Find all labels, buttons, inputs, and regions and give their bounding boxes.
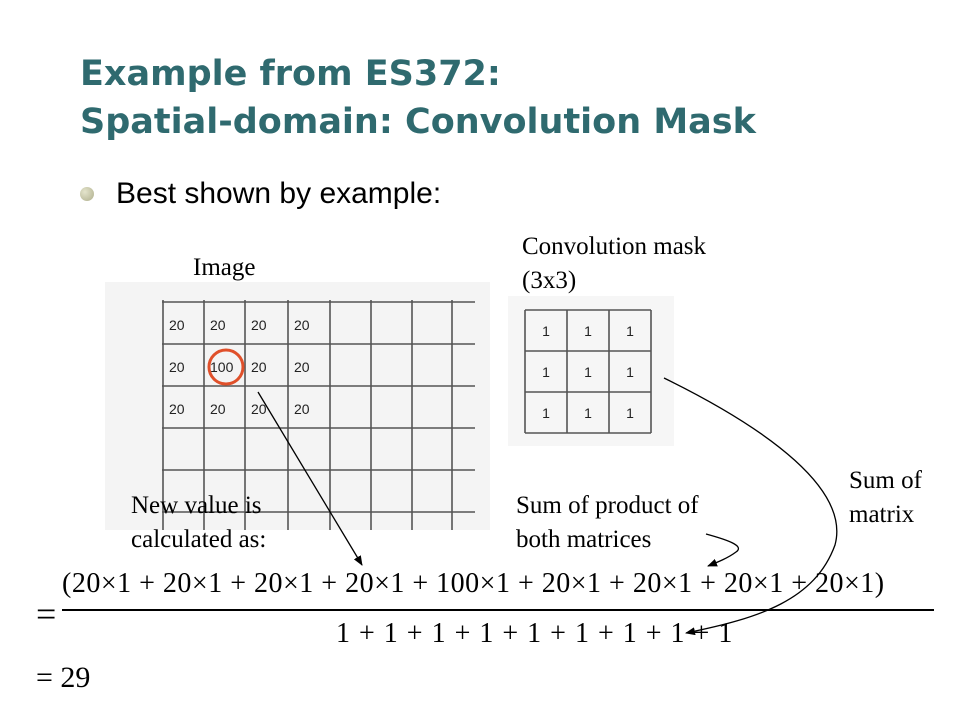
sum-product-line-2: both matrices xyxy=(516,526,652,553)
mask-label: Convolution mask (3x3) xyxy=(522,230,706,298)
fraction-denominator: 1 + 1 + 1 + 1 + 1 + 1 + 1 + 1 + 1 xyxy=(336,618,734,649)
mask-cell: 1 xyxy=(626,323,634,339)
mask-grid xyxy=(524,309,652,434)
bullet-text: Best shown by example: xyxy=(116,177,442,210)
image-cell: 20 xyxy=(169,317,185,333)
bullet-dot-icon xyxy=(80,187,94,201)
mask-cell: 1 xyxy=(584,364,592,380)
title-line-1: Example from ES372: xyxy=(80,54,501,94)
image-cell: 20 xyxy=(294,359,310,375)
mask-grid-background xyxy=(508,296,674,446)
mask-cell: 1 xyxy=(584,323,592,339)
mask-cell: 1 xyxy=(542,405,550,421)
sum-matrix-label: Sum of matrix xyxy=(849,464,922,532)
bullet-item: Best shown by example: xyxy=(80,172,441,216)
mask-label-line-2: (3x3) xyxy=(522,267,577,294)
fraction-bar xyxy=(62,609,934,611)
new-value-line-2: calculated as: xyxy=(131,526,267,553)
slide-title: Example from ES372: Spatial-domain: Conv… xyxy=(80,50,940,146)
highlight-circle xyxy=(207,348,245,386)
image-cell-center: 100 xyxy=(210,359,234,375)
mask-cell: 1 xyxy=(542,364,550,380)
image-grid xyxy=(162,300,475,530)
new-value-line-1: New value is xyxy=(131,492,262,519)
mask-grid-values: 1 1 1 1 1 1 1 1 1 xyxy=(542,323,634,421)
arrow-to-denominator xyxy=(663,377,838,636)
image-cell: 20 xyxy=(169,401,185,417)
title-line-2: Spatial-domain: Convolution Mask xyxy=(80,102,756,142)
arrow-to-numerator xyxy=(257,391,363,566)
image-cell: 20 xyxy=(294,401,310,417)
mask-cell: 1 xyxy=(542,323,550,339)
fraction-numerator: (20×1 + 20×1 + 20×1 + 20×1 + 100×1 + 20×… xyxy=(62,568,885,599)
image-cell: 20 xyxy=(210,401,226,417)
image-cell: 20 xyxy=(251,359,267,375)
sum-matrix-line-2: matrix xyxy=(849,501,915,528)
image-cell: 20 xyxy=(210,317,226,333)
result-value: = 29 xyxy=(36,661,91,694)
sum-matrix-line-1: Sum of xyxy=(849,467,922,494)
sum-product-line-1: Sum of product of xyxy=(516,492,699,519)
image-label: Image xyxy=(193,254,256,281)
mask-cell: 1 xyxy=(626,364,634,380)
image-cell: 20 xyxy=(294,317,310,333)
mask-cell: 1 xyxy=(626,405,634,421)
sum-product-label: Sum of product of both matrices xyxy=(516,489,699,557)
mask-cell: 1 xyxy=(584,405,592,421)
image-grid-background xyxy=(105,282,490,530)
image-cell: 20 xyxy=(251,401,267,417)
new-value-label: New value is calculated as: xyxy=(131,489,266,557)
image-grid-values: 20 20 20 20 20 100 20 20 20 20 20 20 xyxy=(169,317,310,417)
equals-sign: = xyxy=(36,594,57,634)
image-cell: 20 xyxy=(251,317,267,333)
mask-label-line-1: Convolution mask xyxy=(522,233,707,260)
arrow-sum-product xyxy=(705,533,739,567)
image-cell: 20 xyxy=(169,359,185,375)
